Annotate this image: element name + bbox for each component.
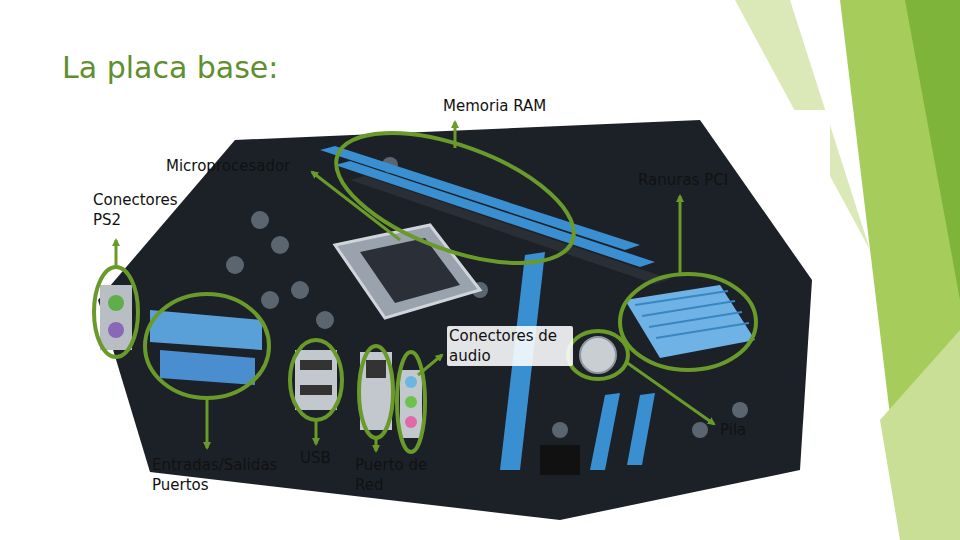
callout-label: Conectores de audio (447, 326, 573, 366)
pci-slot (590, 393, 620, 470)
callout-label: Ranuras PCI (638, 170, 728, 190)
highlight-ellipses (94, 106, 756, 452)
decor-triangle (840, 0, 960, 540)
chip (540, 445, 580, 475)
ps2-port (108, 295, 124, 311)
battery (580, 337, 616, 373)
slide-title: La placa base: (62, 50, 278, 85)
heatsink (625, 285, 755, 358)
usb-port (295, 350, 337, 410)
leader-arrows (116, 122, 714, 451)
callout-label: Entradas/Salidas Puertos (152, 455, 300, 495)
usb-slot (300, 360, 332, 370)
usb-slot (300, 385, 332, 395)
callout-label: Conectores PS2 (93, 190, 193, 230)
audio-jack (405, 396, 417, 408)
board (98, 120, 812, 520)
cpu-socket (335, 225, 480, 318)
parallel-port (150, 310, 262, 350)
callout-label: Pila (720, 420, 746, 440)
callout-label: Puerto de Red (355, 455, 443, 495)
audio-jack (405, 376, 417, 388)
ps2-housing (100, 285, 132, 350)
callout-label: Microprocesador (166, 156, 290, 176)
ram-slot (320, 146, 640, 250)
decor-triangle (880, 330, 960, 540)
heatsink-fins (635, 291, 749, 338)
audio-jack (405, 416, 417, 428)
callout-label: Memoria RAM (443, 96, 546, 116)
photo-ground (80, 110, 830, 520)
pci-slot (627, 393, 655, 465)
lan-port (360, 352, 392, 430)
decor-triangle (905, 0, 960, 300)
lan-jack (366, 360, 386, 378)
vga-port (160, 350, 255, 385)
callout-label: USB (300, 448, 331, 468)
audio-housing (400, 370, 422, 438)
ps2-port (108, 322, 124, 338)
